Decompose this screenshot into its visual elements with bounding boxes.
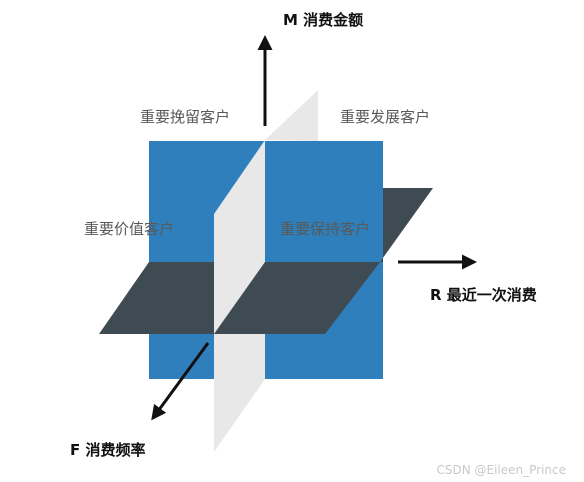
segment-label-top-left: 重要挽留客户 (140, 108, 230, 126)
watermark: CSDN @Eileen_Prince (436, 463, 566, 477)
vertical-plane-front (214, 140, 265, 452)
horizontal-plane-right (214, 262, 380, 334)
segment-label-mid-left: 重要价值客户 (84, 220, 174, 238)
vertical-plane-back (265, 90, 318, 141)
m-axis-label: M 消费金额 (283, 11, 363, 29)
f-axis-arrow (151, 342, 210, 421)
horizontal-plane-back (380, 188, 433, 262)
f-axis-label: F 消费频率 (70, 441, 145, 459)
horizontal-plane-left (99, 262, 214, 334)
segment-label-top-right: 重要发展客户 (340, 108, 430, 126)
blue-cube (149, 141, 383, 379)
segment-label-mid-right: 重要保持客户 (280, 220, 370, 238)
r-axis-label: R 最近一次消费 (430, 286, 537, 304)
